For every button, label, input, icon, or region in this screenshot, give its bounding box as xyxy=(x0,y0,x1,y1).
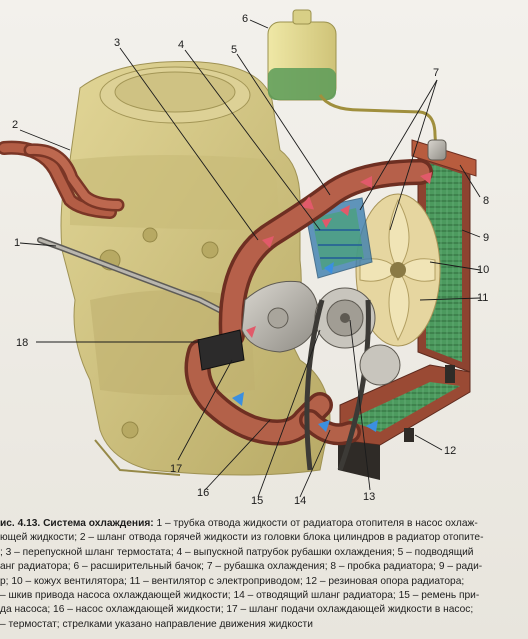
caption-line-8: – термостат; стрелками указано направлен… xyxy=(0,618,528,632)
caption-text: ющей жидкости; 2 – шланг отвода горячей … xyxy=(0,532,484,544)
callout-15: 15 xyxy=(251,495,263,507)
callout-14: 14 xyxy=(294,495,306,507)
callout-17: 17 xyxy=(170,463,182,475)
water-pump xyxy=(241,280,401,471)
callout-6: 6 xyxy=(242,13,248,25)
callout-13: 13 xyxy=(363,491,375,503)
return-pipe xyxy=(37,237,238,321)
caption-text: да насоса; 16 – насос охлаждающей жидкос… xyxy=(0,604,474,616)
callout-10: 10 xyxy=(477,264,489,276)
caption-line-2: ющей жидкости; 2 – шланг отвода горячей … xyxy=(0,531,528,545)
expansion-tank xyxy=(267,9,438,151)
callout-3: 3 xyxy=(114,37,120,49)
leader-lines xyxy=(19,19,481,498)
callout-8: 8 xyxy=(483,195,489,207)
caption-text: анг радиатора; 6 – расширительный бачок;… xyxy=(0,561,483,573)
caption-text: 1 – трубка отвода жидкости от радиатора … xyxy=(153,518,478,529)
caption-line-4: анг радиатора; 6 – расширительный бачок;… xyxy=(0,560,528,574)
callout-12: 12 xyxy=(444,445,456,457)
caption-line-6: – шкив привода насоса охлаждающей жидкос… xyxy=(0,589,528,603)
caption-text: – шкив привода насоса охлаждающей жидкос… xyxy=(0,590,480,602)
flow-arrows xyxy=(232,172,432,432)
cooling-system-diagram: 1 2 3 4 5 6 7 8 9 10 11 12 13 14 15 16 1… xyxy=(0,9,489,507)
callout-labels: 1 2 3 4 5 6 7 8 9 10 11 12 13 14 15 16 1… xyxy=(12,13,489,507)
figure-caption: ис. 4.13. Система охлаждения: 1 – трубка… xyxy=(0,517,528,635)
radiator-fan xyxy=(355,193,441,347)
caption-line-3: ; 3 – перепускной шланг термостата; 4 – … xyxy=(0,546,528,560)
callout-11: 11 xyxy=(477,292,488,304)
engine-block xyxy=(60,61,331,476)
caption-line-1: ис. 4.13. Система охлаждения: 1 – трубка… xyxy=(0,517,528,531)
radiator xyxy=(338,139,477,480)
heater-hoses xyxy=(0,140,125,219)
callout-4: 4 xyxy=(178,39,184,51)
callout-2: 2 xyxy=(12,119,18,131)
caption-text: ; 3 – перепускной шланг термостата; 4 – … xyxy=(0,546,474,558)
callout-16: 16 xyxy=(197,487,209,499)
callout-1: 1 xyxy=(14,237,20,249)
caption-line-7: да насоса; 16 – насос охлаждающей жидкос… xyxy=(0,603,528,617)
callout-18: 18 xyxy=(16,337,28,349)
radiator-hoses xyxy=(184,159,433,446)
caption-text: – термостат; стрелками указано направлен… xyxy=(0,618,313,630)
caption-title: ис. 4.13. Система охлаждения: xyxy=(0,518,154,529)
callout-7: 7 xyxy=(433,67,439,79)
callout-5: 5 xyxy=(231,44,237,56)
caption-text: р; 10 – кожух вентилятора; 11 – вентилят… xyxy=(0,575,465,587)
caption-line-5: р; 10 – кожух вентилятора; 11 – вентилят… xyxy=(0,575,528,589)
callout-9: 9 xyxy=(483,232,489,244)
